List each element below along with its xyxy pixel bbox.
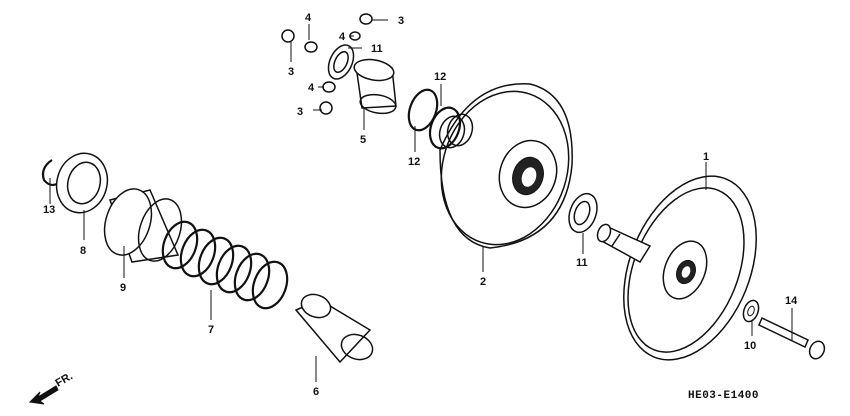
collar-part-5 [353,58,397,115]
label-part-8: 8 [80,245,86,257]
label-part-12a: 12 [434,71,446,83]
label-part-2: 2 [480,276,486,288]
spring-seat-part-8 [55,152,109,214]
label-part-13: 13 [43,204,55,216]
label-part-11b: 11 [576,257,588,269]
spring-part-7 [161,220,289,310]
leader-lines [49,19,793,382]
label-part-10: 10 [744,340,756,352]
label-part-5: 5 [360,134,366,146]
oil-seal-part-11-upper [327,44,355,80]
label-part-4a: 4 [305,12,312,24]
label-part-6: 6 [313,386,319,398]
drive-face-part-1 [596,175,757,361]
label-part-3a: 3 [398,15,404,27]
front-label: FR. [54,370,75,389]
washer-part-10 [742,299,760,323]
label-part-7: 7 [208,324,214,336]
label-part-1: 1 [703,151,709,163]
label-part-3b: 3 [288,66,294,78]
pins-part-3 [281,13,373,115]
collar-part-6 [294,293,374,364]
front-arrow: FR. [28,370,75,405]
label-part-14: 14 [785,295,798,307]
o-rings-part-12 [407,88,462,150]
slides-part-4 [304,31,361,93]
label-part-9: 9 [120,282,126,294]
part-labels: 1 2 3 3 3 4 4 4 5 6 7 8 9 10 11 11 12 12… [43,12,798,398]
bolt-part-14 [758,316,826,360]
oil-seal-part-11-lower [568,192,598,234]
label-part-4b: 4 [339,31,346,43]
label-part-11a: 11 [371,43,383,55]
label-part-4c: 4 [308,82,315,94]
label-part-3c: 3 [297,106,303,118]
movable-face-part-2 [438,83,573,249]
drawing-code: HE03-E1400 [688,390,759,402]
label-part-12b: 12 [408,156,420,168]
sleeve-part-9 [103,188,183,263]
